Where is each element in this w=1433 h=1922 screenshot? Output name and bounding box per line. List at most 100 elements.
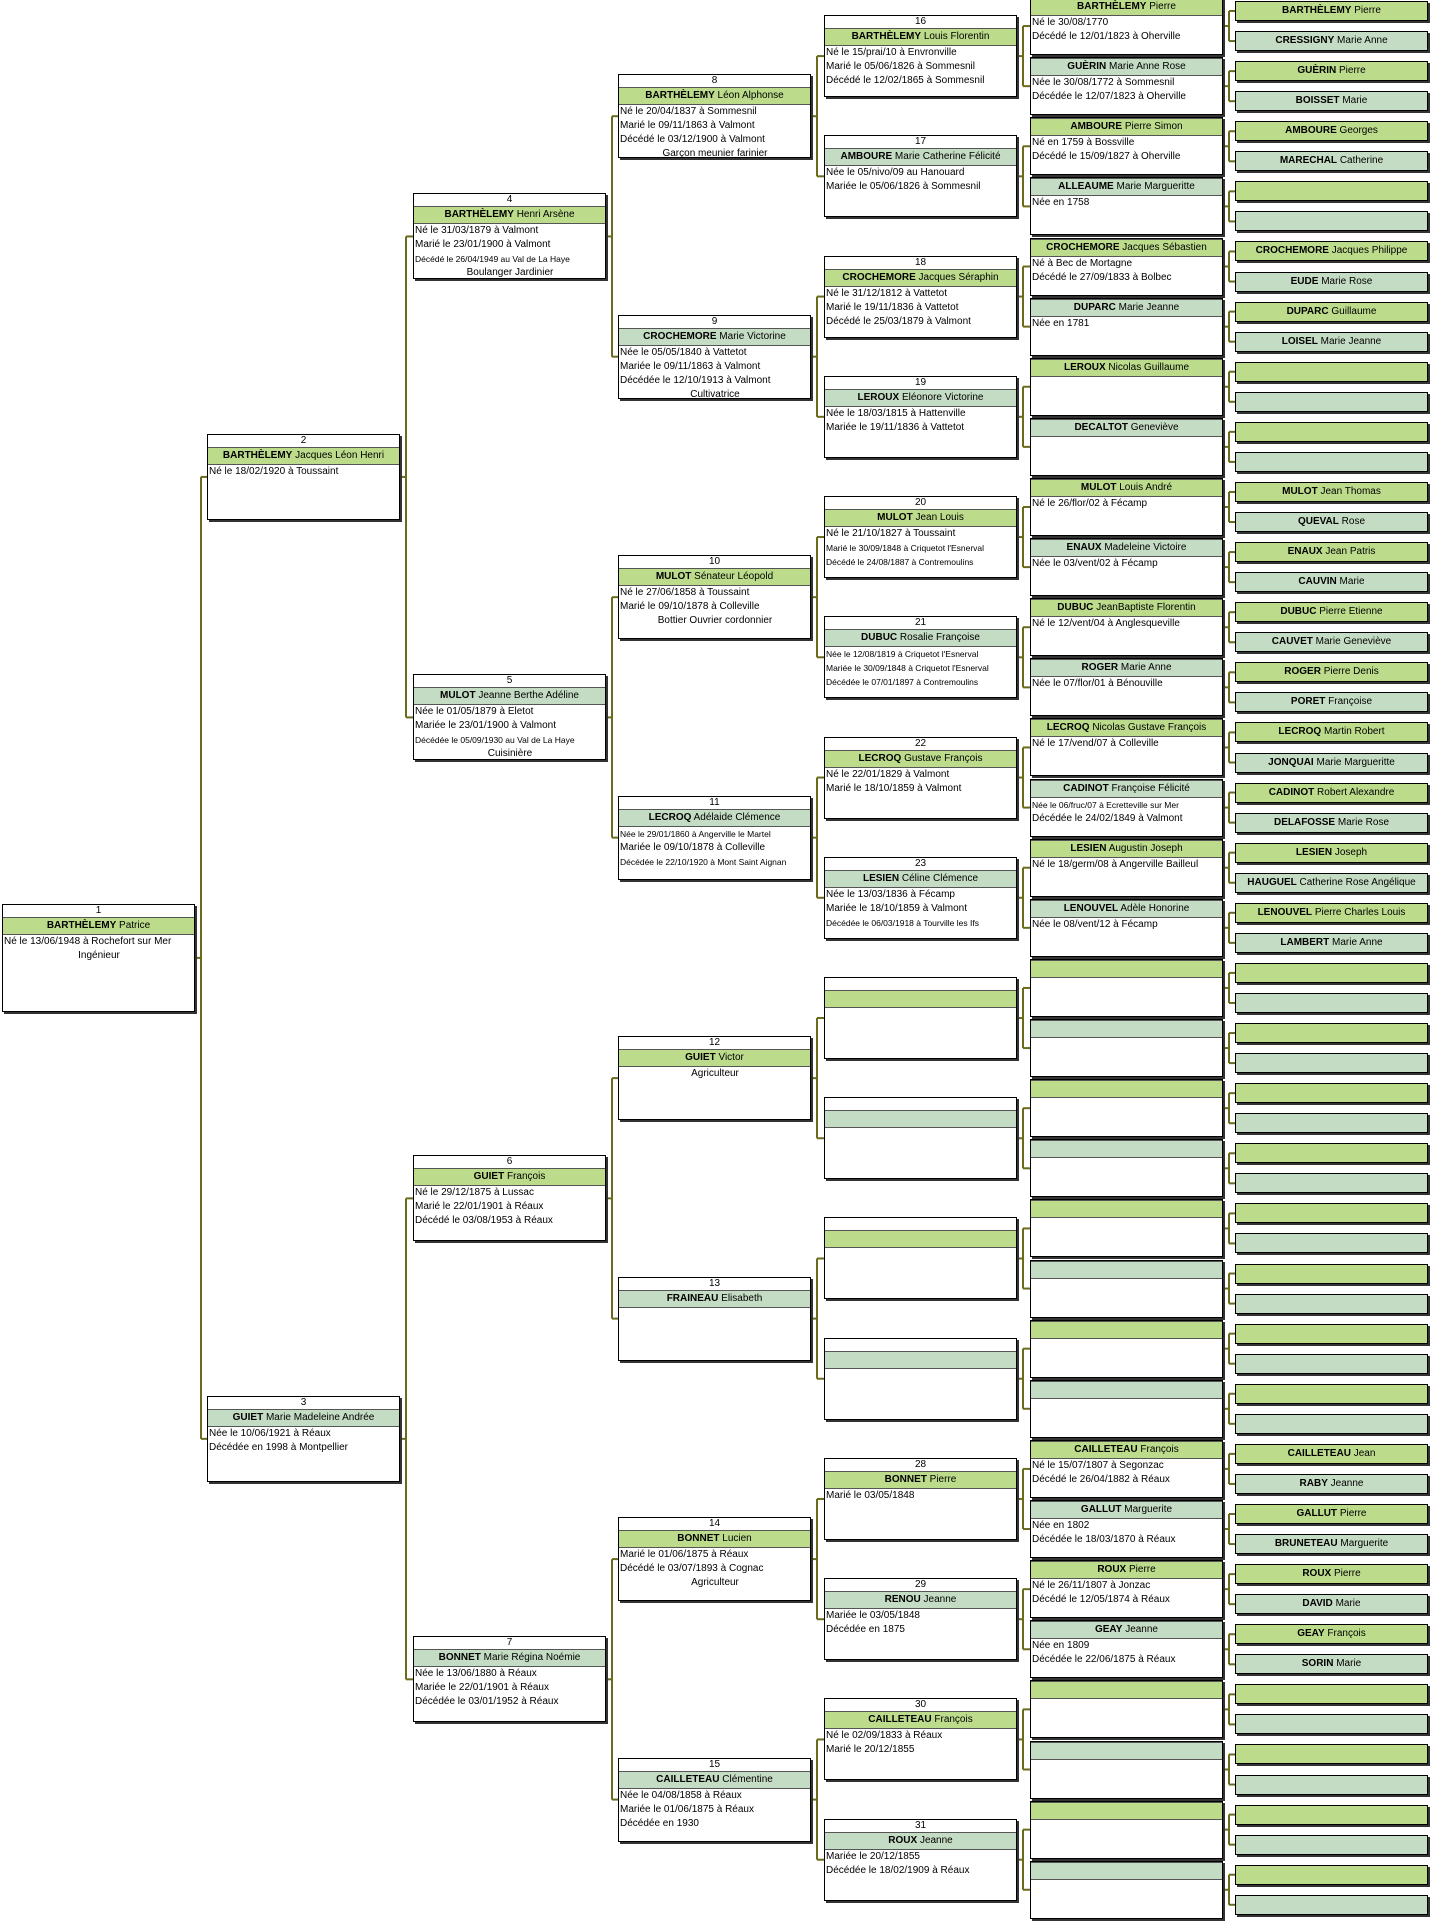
surname: BARTHÈLEMY [46,920,117,931]
ancestor-box: SORIN Marie [1235,1654,1428,1674]
person-name: CROCHEMORE Marie Victorine [619,328,810,346]
surname: BARTHÈLEMY [645,90,715,101]
surname: DECALTOT [1074,422,1128,433]
ancestor-box [1235,211,1428,231]
surname: LECROQ [858,753,902,764]
person-detail: Marié le 09/11/1863 à Valmont [620,120,755,131]
person-name [1031,1381,1222,1399]
person-box [1030,1139,1223,1197]
ancestor-box: GUÈRIN Pierre [1235,61,1428,81]
person-name [1031,960,1222,978]
surname: CROCHEMORE [842,272,916,283]
surname: LESIEN [1070,843,1107,854]
given-names: Clémentine [722,1774,773,1785]
person-detail: Né le 26/flor/02 à Fécamp [1032,498,1148,509]
person-detail: Décédé le 12/05/1874 à Réaux [1032,1594,1170,1605]
person-detail: Née le 04/08/1858 à Réaux [620,1790,742,1801]
given-names: Jean Patris [1325,546,1376,557]
person-name: DUPARC Marie Jeanne [1031,299,1222,317]
person-detail: Mariée le 20/12/1855 [826,1851,920,1862]
given-names: Marie Geneviève [1315,636,1392,647]
surname: CRESSIGNY [1275,35,1335,46]
person-box [1030,1680,1223,1738]
person-detail: Né le 31/03/1879 à Valmont [415,225,539,236]
surname: CAUVIN [1298,576,1337,587]
surname: LAMBERT [1280,937,1330,948]
ancestor-box [1235,1324,1428,1344]
person-name [1031,1140,1222,1158]
given-names: Marie Jeanne [1320,336,1382,347]
person-detail: Agriculteur [691,1577,739,1588]
surname: GUIET [232,1412,264,1423]
person-detail: Décédé le 27/09/1833 à Bolbec [1032,272,1172,283]
given-names: Pierre [1339,65,1366,76]
person-name: DUBUC Rosalie Françoise [825,629,1016,647]
ancestor-box [1235,1895,1428,1915]
person-name: CROCHEMORE Jacques Séraphin [825,269,1016,287]
surname: LECROQ [1046,722,1090,733]
given-names: Robert Alexandre [1317,787,1395,798]
person-name [825,1351,1016,1369]
surname: GEAY [1297,1628,1325,1639]
surname: DUBUC [861,632,898,643]
person-name: BARTHÈLEMY Patrice [3,917,194,935]
surname: CAILLETEAU [656,1774,720,1785]
surname: LESIEN [862,873,900,884]
person-detail: Mariée le 19/11/1836 à Vattetot [826,422,965,433]
person-detail: Cuisinière [487,748,533,759]
given-names: Pierre Charles Louis [1314,907,1406,918]
person-detail: Marié le 30/09/1848 à Criquetot l'Esnerv… [826,543,985,553]
surname: BRUNETEAU [1274,1538,1338,1549]
ancestor-box: EUDE Marie Rose [1235,272,1428,292]
person-name [1031,1080,1222,1098]
person-detail: Décédé le 03/07/1893 à Cognac [620,1563,764,1574]
person-number: 15 [708,1759,721,1770]
given-names: Marie Régina Noémie [483,1652,581,1663]
person-detail: Née en 1781 [1032,318,1090,329]
given-names: Rose [1341,516,1366,527]
person-name: GALLUT Marguerite [1031,1501,1222,1519]
person-name [1031,1742,1222,1760]
given-names: Patrice [119,920,151,931]
surname: GUIET [473,1171,505,1182]
surname: ROUX [1097,1564,1127,1575]
person-detail: Décédée le 07/01/1897 à Contremoulins [826,677,979,687]
given-names: Adèle Honorine [1120,903,1190,914]
person-box [1030,1801,1223,1859]
surname: MULOT [877,512,913,523]
person-detail: Décédé le 03/08/1953 à Réaux [415,1215,553,1226]
person-name: RENOU Jeanne [825,1591,1016,1609]
person-detail: Marié le 05/06/1826 à Sommesnil [826,61,975,72]
person-detail: Née le 08/vent/12 à Fécamp [1032,919,1158,930]
person-name: ROUX Pierre [1031,1561,1222,1579]
person-detail: Mariée le 22/01/1901 à Réaux [415,1682,549,1693]
person-name [1031,1862,1222,1880]
person-box [1030,1199,1223,1257]
person-detail: Décédée le 18/03/1870 à Réaux [1032,1534,1176,1545]
person-detail: Née en 1802 [1032,1520,1090,1531]
person-name: BONNET Lucien [619,1530,810,1548]
person-name: GUIET François [414,1168,605,1186]
person-detail: Né le 31/12/1812 à Vattetot [826,288,948,299]
given-names: Catherine Rose Angélique [1299,877,1416,888]
person-detail: Marié le 22/01/1901 à Réaux [415,1201,544,1212]
person-box [1030,1320,1223,1378]
person-number: 1 [95,905,102,916]
person-name: DECALTOT Geneviève [1031,419,1222,437]
person-box [824,1338,1017,1420]
person-detail: Marié le 18/10/1859 à Valmont [826,783,962,794]
person-name: GUIET Victor [619,1049,810,1067]
ancestor-box [1235,1775,1428,1795]
given-names: Henri Arsène [516,209,575,220]
